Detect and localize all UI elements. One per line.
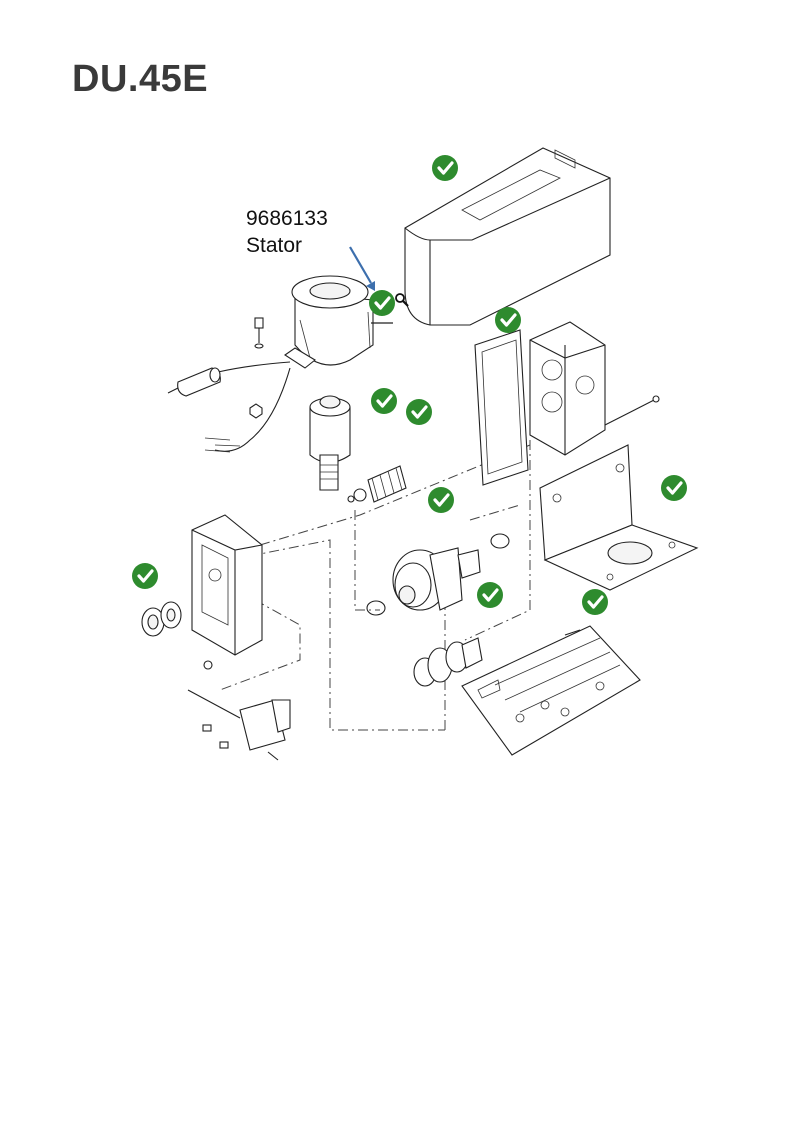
limit-switch-bracket[interactable] <box>187 660 291 761</box>
magnifier-icon[interactable] <box>395 293 409 307</box>
check-circle-icon[interactable] <box>130 561 160 591</box>
hardware-kit[interactable] <box>461 625 641 756</box>
check-circle-icon[interactable] <box>426 485 456 515</box>
check-circle-icon[interactable] <box>369 386 399 416</box>
check-circle-icon[interactable] <box>659 473 689 503</box>
check-circle-icon[interactable] <box>367 288 397 318</box>
check-circle-icon[interactable] <box>475 580 505 610</box>
motor-cover[interactable] <box>404 147 611 326</box>
check-circle-icon[interactable] <box>580 587 610 617</box>
rotor[interactable] <box>309 395 351 491</box>
callout-part-name: Stator <box>246 234 303 257</box>
motor-stator[interactable] <box>284 275 374 369</box>
mounting-bracket[interactable] <box>539 444 699 591</box>
callout-arrow <box>349 246 393 324</box>
main-gear-assembly[interactable] <box>366 533 510 616</box>
check-circle-icon[interactable] <box>404 397 434 427</box>
gearbox-right-housing[interactable] <box>529 321 660 456</box>
motor-screws[interactable] <box>249 317 264 419</box>
pinion-gear[interactable] <box>347 465 407 503</box>
callout-part-number: 9686133 <box>246 207 328 230</box>
gearbox-left-housing[interactable] <box>191 514 263 656</box>
page-title: DU.45E <box>72 58 209 100</box>
check-circle-icon[interactable] <box>430 153 460 183</box>
stator-callout: 9686133 Stator <box>246 205 328 259</box>
gearbox-gasket[interactable] <box>474 329 529 486</box>
output-gear[interactable] <box>413 637 483 687</box>
spacer-washers[interactable] <box>141 601 182 637</box>
check-circle-icon[interactable] <box>493 305 523 335</box>
capacitor-and-wiring[interactable] <box>167 361 291 453</box>
